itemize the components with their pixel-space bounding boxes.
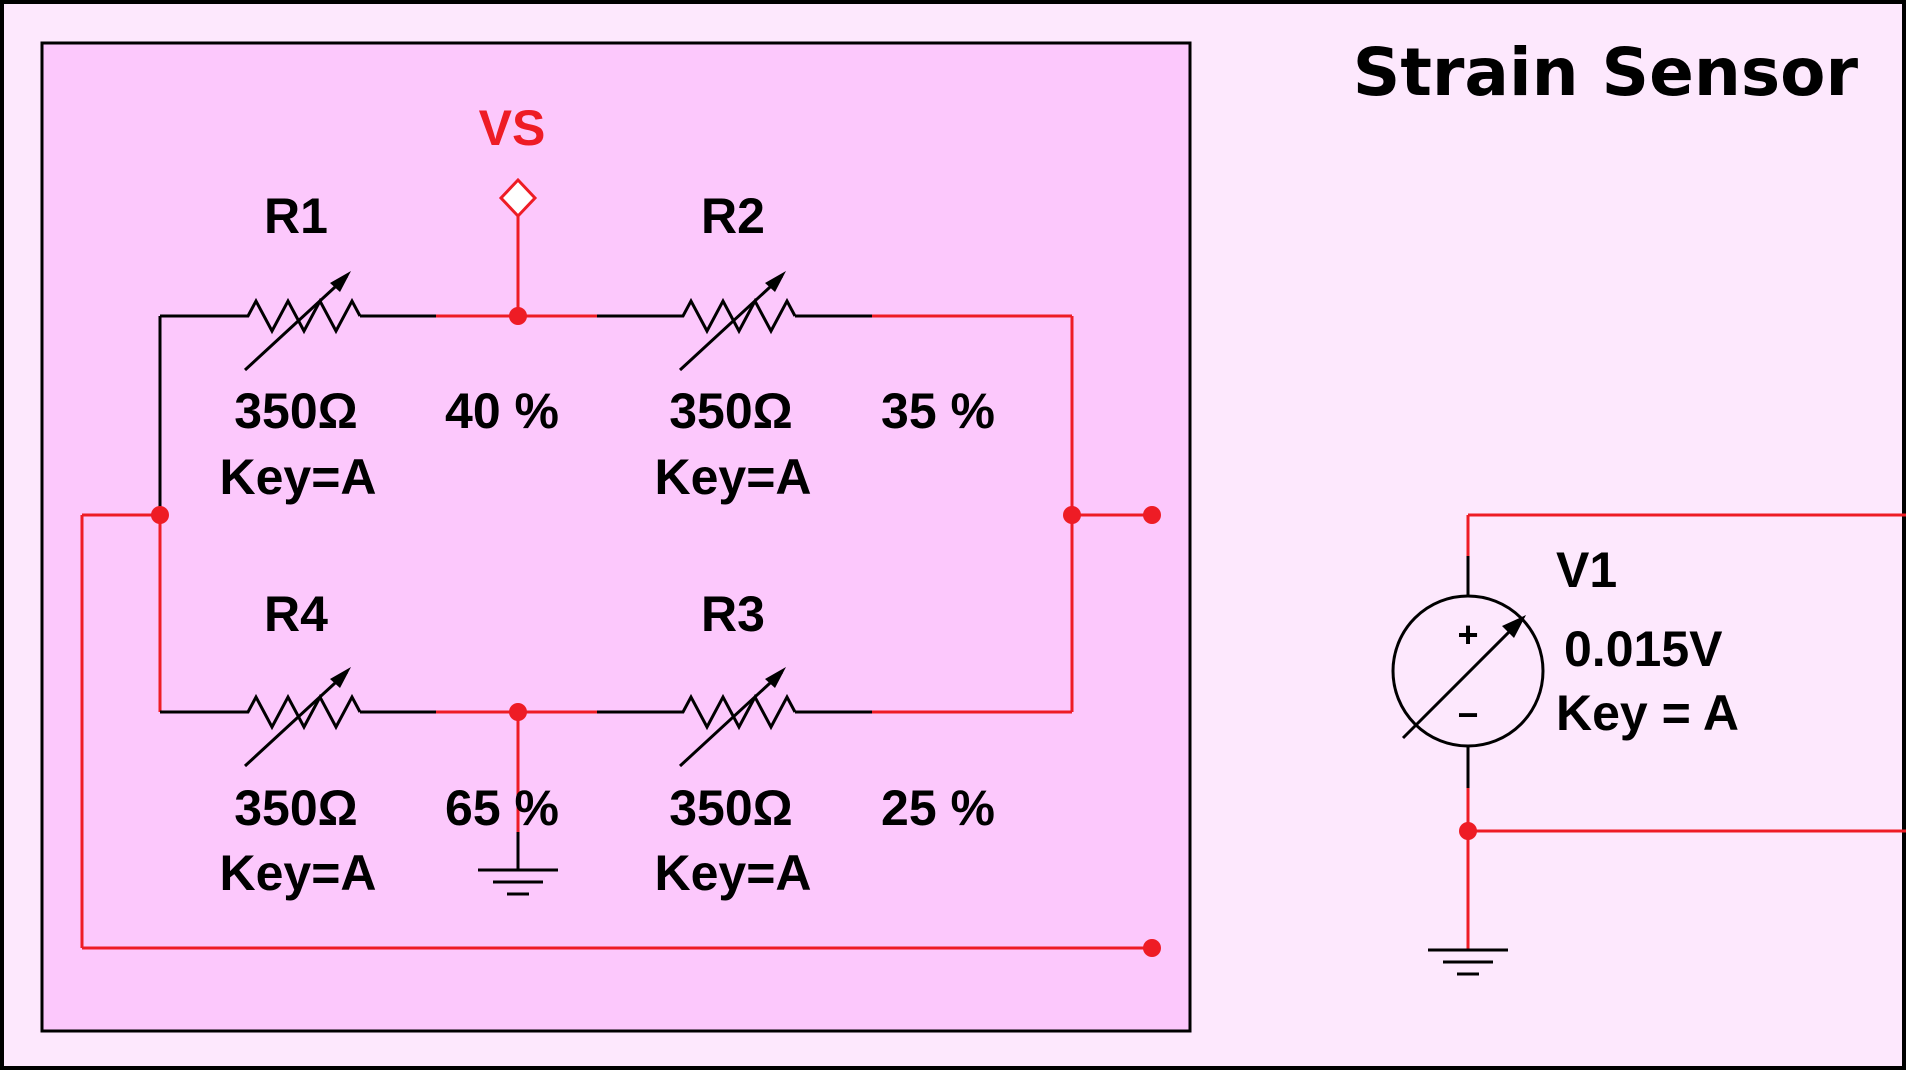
connector-dot[interactable] [1143, 506, 1161, 524]
r4-key: Key=A [219, 845, 376, 901]
r3-setting: 25 % [881, 780, 995, 836]
r1-key: Key=A [219, 449, 376, 505]
r2-setting: 35 % [881, 383, 995, 439]
r3-name: R3 [701, 586, 765, 642]
r1-value: 350Ω [234, 383, 358, 439]
r1-name: R1 [264, 188, 328, 244]
r4-setting: 65 % [445, 780, 559, 836]
r1-setting: 40 % [445, 383, 559, 439]
resistor-r3-symbol[interactable] [675, 667, 797, 768]
v1-minus-sign: − [1457, 694, 1478, 735]
junction-dot [1063, 506, 1081, 524]
vs-probe-label: VS [479, 100, 546, 156]
r3-value: 350Ω [669, 780, 793, 836]
v1-plus-sign: + [1457, 614, 1478, 655]
r4-name: R4 [264, 586, 328, 642]
ground-icon [1428, 948, 1508, 976]
v1-key: Key = A [1556, 685, 1739, 741]
connector-dot[interactable] [1143, 939, 1161, 957]
v1-value: 0.015V [1564, 621, 1723, 677]
r2-name: R2 [701, 188, 765, 244]
r3-key: Key=A [654, 845, 811, 901]
junctions [151, 307, 1477, 957]
page-title: Strain Sensor [1353, 34, 1859, 111]
vs-probe-icon[interactable] [498, 177, 538, 219]
resistor-r2-symbol[interactable] [675, 271, 797, 372]
r2-value: 350Ω [669, 383, 793, 439]
v1-source-symbol[interactable] [1391, 594, 1545, 748]
junction-dot [509, 307, 527, 325]
resistor-r1-symbol[interactable] [240, 271, 362, 372]
junction-dot [1459, 822, 1477, 840]
r2-key: Key=A [654, 449, 811, 505]
r4-value: 350Ω [234, 780, 358, 836]
junction-dot [509, 703, 527, 721]
v1-name: V1 [1556, 542, 1617, 598]
resistor-r4-symbol[interactable] [240, 667, 362, 768]
bridge-box[interactable] [40, 41, 1192, 1033]
junction-dot [151, 506, 169, 524]
